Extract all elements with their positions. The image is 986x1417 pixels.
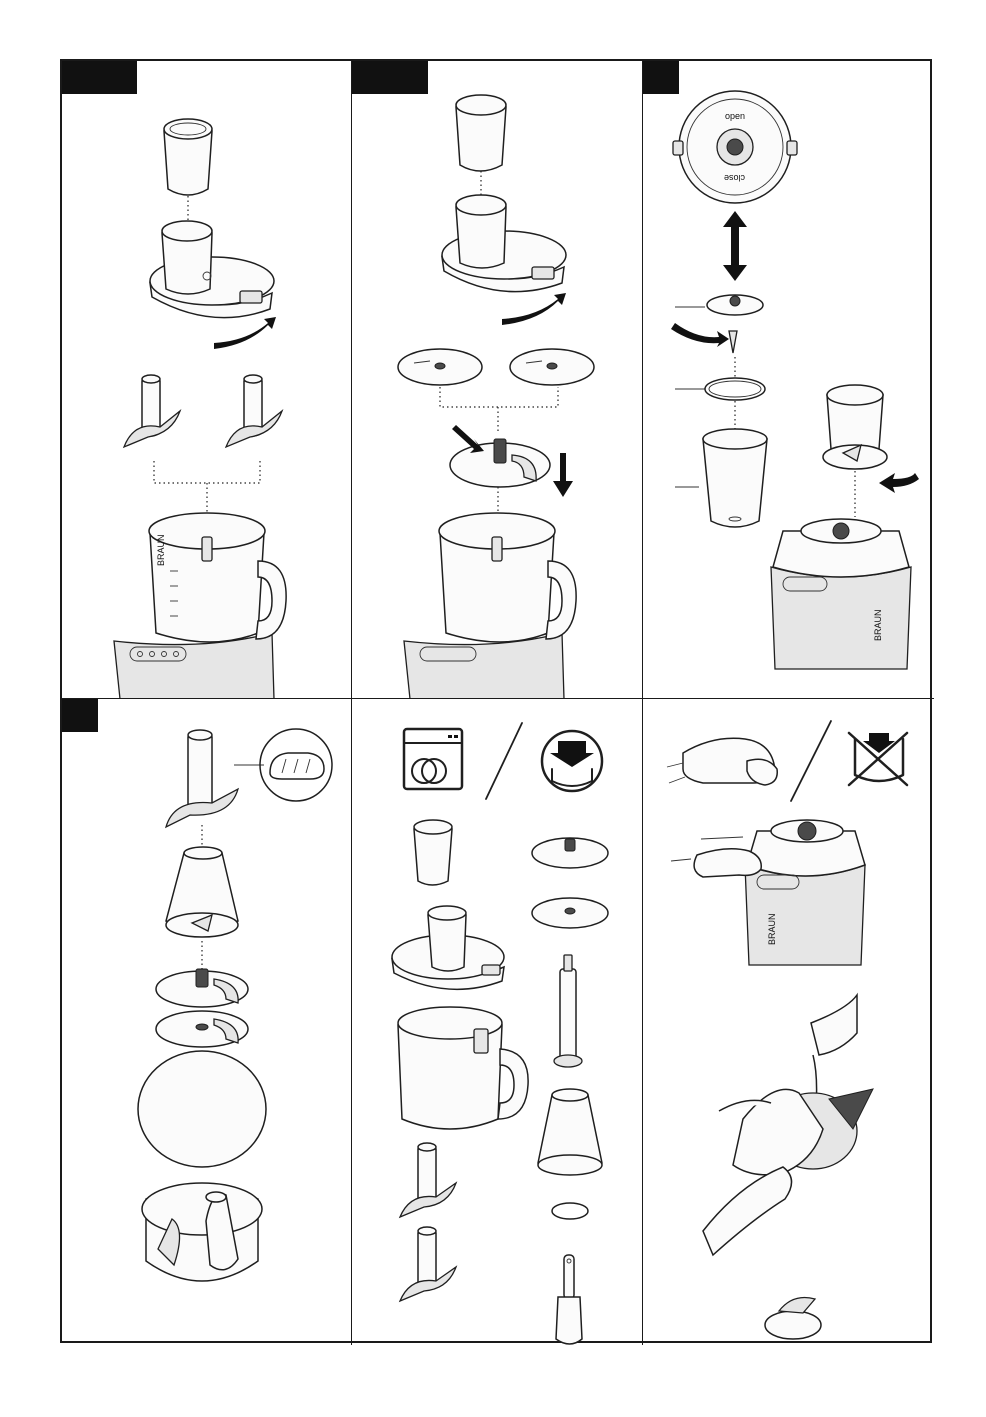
slicing-disc-icon bbox=[156, 1011, 248, 1047]
rotate-arrow-icon bbox=[502, 293, 566, 325]
dough-blade-icon bbox=[166, 730, 264, 827]
gasket-ring-icon bbox=[552, 1203, 588, 1219]
chopper-blade-icon bbox=[400, 1143, 456, 1217]
disc-assembly-illustration bbox=[352, 61, 643, 699]
grating-disc-icon bbox=[532, 898, 608, 928]
immersion-icon bbox=[542, 731, 602, 791]
slicing-disc-icon bbox=[532, 838, 608, 868]
brand-logo: BRAUN bbox=[156, 534, 166, 566]
disc-on-shaft-icon bbox=[450, 439, 550, 487]
panel-chopper-assembly: BRAUN bbox=[62, 61, 352, 699]
drive-shaft-icon bbox=[554, 955, 582, 1067]
panel-mini-chopper: open close bbox=[643, 61, 934, 699]
mini-cup-icon bbox=[166, 847, 238, 937]
bread-icon bbox=[260, 729, 332, 801]
bowl-icon bbox=[398, 1007, 528, 1129]
mini-chopper-on-base-icon: BRAUN bbox=[771, 385, 911, 669]
no-immersion-icon bbox=[849, 733, 907, 785]
pusher-icon bbox=[414, 820, 452, 885]
storage-box-illustration bbox=[62, 699, 352, 1345]
chopper-blade-icon bbox=[400, 1227, 456, 1301]
bowl-on-base-icon: BRAUN bbox=[114, 513, 286, 699]
wipe-hand-icon bbox=[671, 837, 761, 877]
brand-logo: BRAUN bbox=[767, 913, 777, 945]
bowl-on-base-icon bbox=[404, 513, 576, 699]
panel-disc-assembly bbox=[352, 61, 643, 699]
spatula-icon bbox=[556, 1255, 582, 1344]
pusher-icon bbox=[456, 95, 506, 171]
lid-with-feed-tube-icon bbox=[392, 906, 504, 989]
lid-with-feed-tube-icon bbox=[150, 221, 274, 318]
panel-storage-box bbox=[62, 699, 352, 1345]
blade-unit-icon bbox=[765, 1298, 821, 1340]
grating-disc-icon bbox=[156, 969, 248, 1007]
rotate-arrow-icon bbox=[214, 317, 276, 349]
wipe-cloth-icon bbox=[667, 738, 777, 785]
mini-chopper-illustration: open close bbox=[643, 61, 934, 699]
chopper-blade-icon bbox=[124, 375, 180, 447]
brand-logo: BRAUN bbox=[873, 609, 883, 641]
chopper-blade-icon bbox=[226, 375, 282, 447]
lid-open-label: open bbox=[725, 111, 745, 121]
mini-cup-icon bbox=[538, 1089, 602, 1175]
cleaning-illustration: BRAUN bbox=[643, 699, 934, 1345]
instruction-sheet: BRAUN bbox=[60, 59, 932, 1343]
locking-lid-icon: open close bbox=[673, 91, 797, 203]
separator-slash bbox=[486, 723, 522, 799]
dishwasher-parts-illustration bbox=[352, 699, 643, 1345]
lid-with-feed-tube-icon bbox=[442, 195, 566, 292]
grating-disc-icon bbox=[510, 349, 594, 385]
mini-cup-icon bbox=[703, 429, 767, 527]
rinse-blade-icon bbox=[703, 995, 873, 1255]
separator-slash bbox=[791, 721, 831, 801]
panel-cleaning-base: BRAUN bbox=[643, 699, 934, 1345]
rotate-arrow-icon bbox=[671, 323, 729, 347]
rotate-arrow-icon bbox=[879, 473, 919, 493]
down-arrow-icon bbox=[553, 453, 573, 497]
double-arrow-icon bbox=[723, 211, 747, 281]
dishwasher-icon bbox=[404, 729, 462, 789]
storage-box-icon bbox=[138, 1051, 266, 1281]
base-unit-icon: BRAUN bbox=[745, 820, 865, 965]
blade-unit-icon bbox=[707, 295, 763, 353]
slicing-disc-icon bbox=[398, 349, 482, 385]
chopper-assembly-illustration: BRAUN bbox=[62, 61, 352, 699]
pusher-icon bbox=[164, 119, 212, 195]
panel-dishwasher-parts bbox=[352, 699, 643, 1345]
lid-close-label: close bbox=[724, 173, 745, 183]
